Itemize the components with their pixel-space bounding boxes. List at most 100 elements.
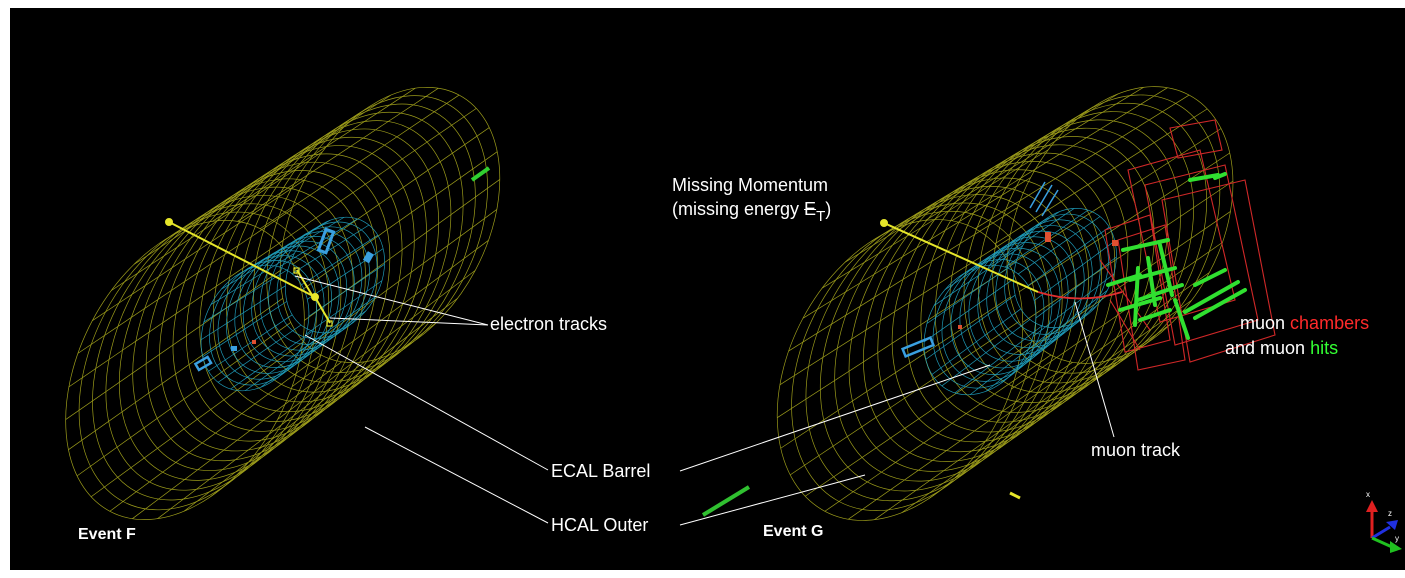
wire-longitude: [1022, 180, 1234, 323]
wire-longitude: [298, 296, 376, 352]
wire-longitude: [221, 238, 305, 290]
wire-longitude: [954, 325, 1043, 394]
wire-longitude: [260, 329, 341, 388]
wire-longitude: [780, 296, 1011, 449]
wire-longitude: [1011, 242, 1223, 390]
wire-longitude: [901, 355, 1122, 513]
calo-hit: [958, 325, 962, 329]
wire-longitude: [923, 278, 1014, 343]
missing-momentum-vector: [883, 222, 1039, 293]
wire-longitude: [264, 216, 345, 266]
wire-longitude: [292, 127, 490, 265]
wire-longitude: [1001, 316, 1085, 384]
wire-longitude: [301, 234, 378, 286]
wire-ring: [132, 178, 366, 471]
wire-longitude: [157, 361, 365, 519]
wire-ring: [253, 103, 476, 383]
wire-longitude: [821, 149, 1049, 289]
calo-hit: [1112, 240, 1118, 246]
calo-hit: [1029, 181, 1046, 209]
wire-longitude: [217, 324, 302, 383]
event-g-missing-momentum-track: [880, 219, 1039, 293]
missing-energy-symbol: E: [804, 199, 817, 219]
wire-longitude: [234, 227, 317, 278]
muon-hit: [1193, 288, 1247, 320]
wire-longitude: [870, 106, 1094, 242]
wire-longitude: [926, 261, 1017, 324]
wire-longitude: [237, 87, 439, 222]
muon-track-pointer: [1074, 301, 1115, 438]
wire-ring: [242, 240, 348, 363]
wire-longitude: [210, 341, 414, 497]
wire-ring: [1013, 208, 1117, 328]
wire-longitude: [1027, 226, 1110, 286]
event-g-label: Event G: [763, 523, 824, 540]
wire-longitude: [305, 280, 383, 335]
wire-longitude: [132, 361, 342, 519]
wire-longitude: [973, 211, 1060, 269]
wire-longitude: [200, 285, 286, 341]
missing-energy-label: (missing energy ET): [672, 199, 831, 224]
event-f-label: Event F: [78, 526, 136, 543]
wire-ring: [212, 128, 440, 413]
wire-longitude: [951, 87, 1168, 222]
wire-longitude: [65, 270, 281, 420]
wire-longitude: [958, 218, 1046, 278]
wire-longitude: [1035, 256, 1117, 319]
event-f-hcal-wireframe: [65, 86, 501, 520]
calo-hit: [193, 355, 213, 372]
y-axis-arrow: [1371, 536, 1393, 549]
chambers-word: chambers: [1290, 313, 1370, 333]
wire-longitude: [1014, 304, 1098, 371]
calo-hit: [900, 336, 936, 358]
missing-energy-subscript: T: [816, 208, 826, 225]
muon-hit: [1138, 308, 1172, 322]
wire-longitude: [230, 330, 313, 390]
event-f-detector: [65, 86, 501, 520]
track-endpoint: [165, 218, 173, 226]
missing-energy-prefix: (missing energy: [672, 199, 805, 219]
wire-longitude: [111, 151, 323, 291]
wire-longitude: [210, 253, 295, 305]
electron-tracks-label: electron tracks: [490, 314, 608, 334]
wire-longitude: [931, 308, 1021, 375]
wire-longitude: [291, 224, 370, 274]
wire-longitude: [925, 86, 1144, 221]
wire-longitude: [777, 268, 1008, 418]
wire-longitude: [928, 342, 1147, 499]
wire-longitude: [848, 361, 1073, 520]
wire-longitude: [259, 94, 460, 230]
wire-longitude: [1009, 128, 1222, 266]
event-f-electron-tracks: [165, 218, 333, 327]
vertex-point: [311, 293, 319, 301]
wire-longitude: [301, 151, 498, 291]
y-axis-arrowhead: [1390, 541, 1402, 553]
wire-longitude: [897, 93, 1119, 228]
wire-longitude: [933, 245, 1023, 306]
wire-longitude: [969, 327, 1057, 396]
muon-track-label: muon track: [1091, 440, 1181, 460]
calo-hit: [1009, 491, 1021, 500]
wire-longitude: [275, 321, 354, 380]
wire-longitude: [258, 297, 458, 450]
wire-longitude: [989, 208, 1075, 266]
wire-longitude: [202, 301, 288, 357]
wire-longitude: [68, 240, 284, 388]
muon-hit: [1121, 238, 1170, 252]
calo-hit: [1041, 189, 1059, 217]
wire-longitude: [824, 354, 1052, 512]
track-marker: [326, 320, 333, 327]
event-g-hcal-wireframe: [776, 86, 1234, 521]
wire-longitude: [944, 230, 1033, 290]
annotation-lines: [294, 275, 1115, 526]
wire-longitude: [844, 125, 1070, 263]
event-g-muon-hits: [1106, 172, 1247, 340]
muon-chamber: [1117, 224, 1186, 371]
muon-hits-label: and muon hits: [1225, 339, 1338, 357]
wire-longitude: [996, 272, 1210, 422]
x-axis-arrowhead: [1366, 500, 1378, 512]
wire-longitude: [76, 322, 291, 477]
ecal-barrel-pointer-left: [304, 334, 549, 471]
